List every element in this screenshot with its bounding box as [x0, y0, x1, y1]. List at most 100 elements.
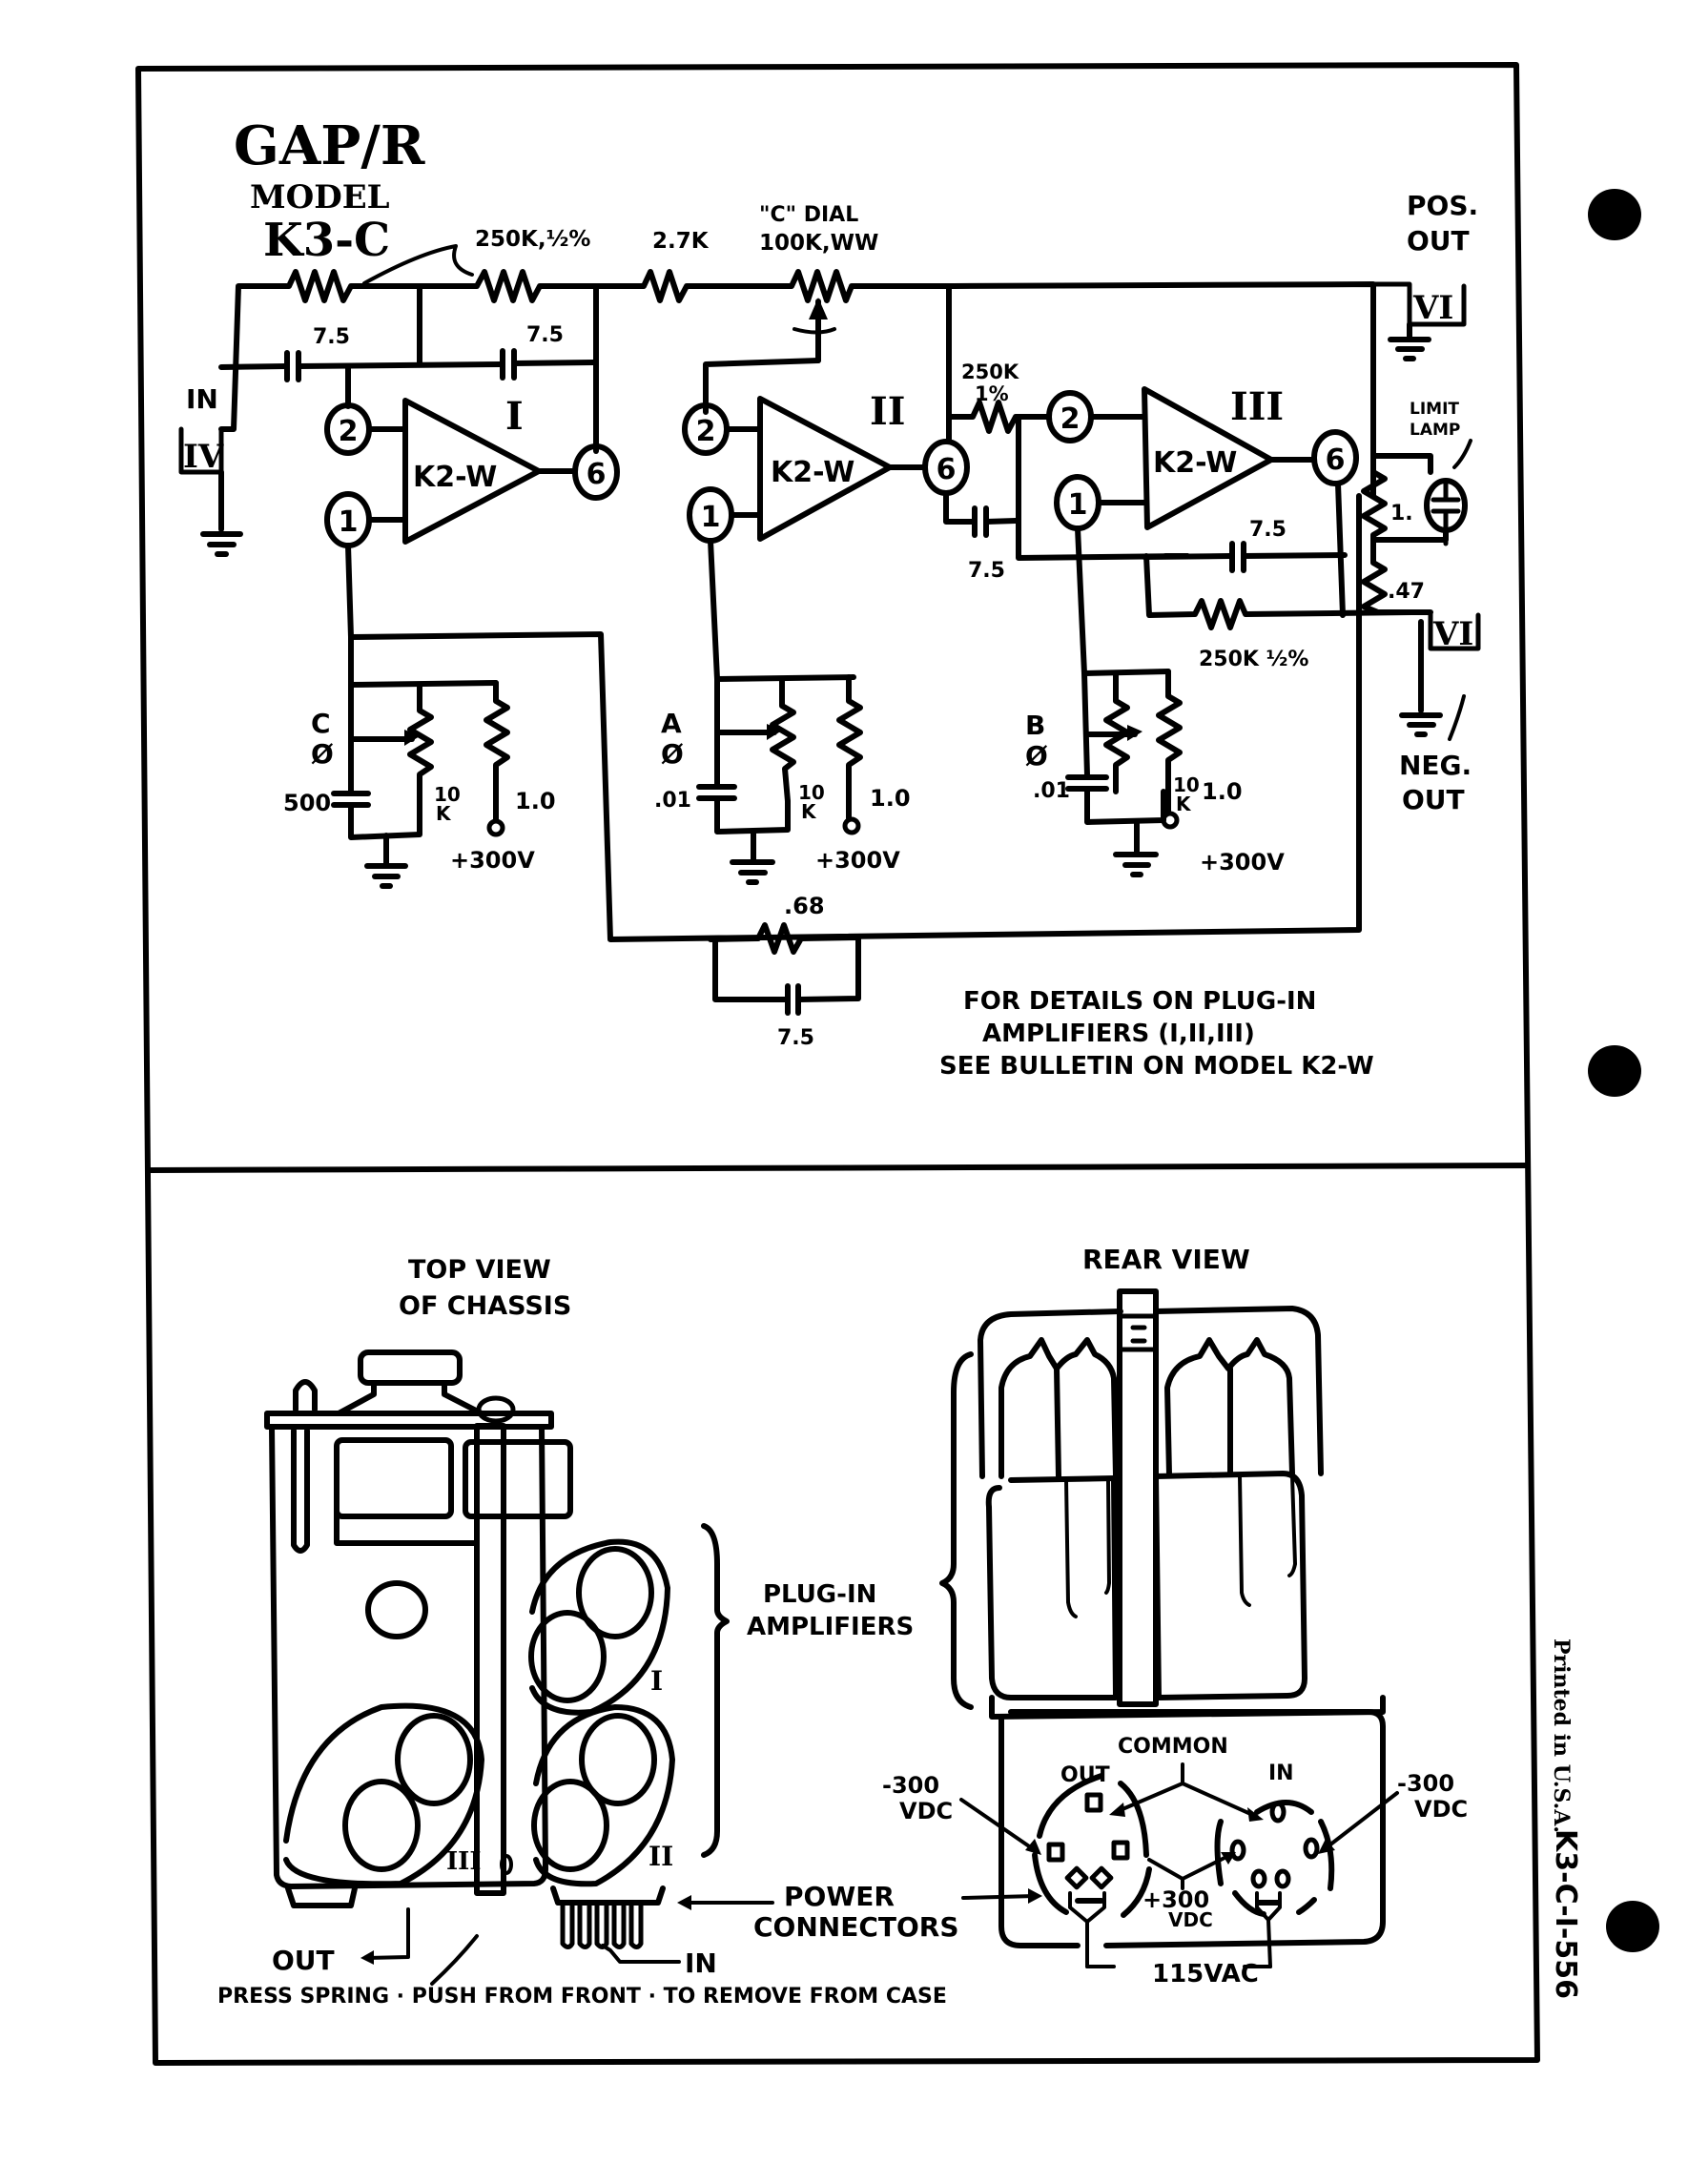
- amplifier-3: K2-W III 2 1 6: [1046, 384, 1359, 531]
- balance-c-supply-label: +300V: [450, 847, 535, 874]
- panel-nut: [476, 1395, 516, 1424]
- pin-square: [1064, 1865, 1089, 1890]
- amp2-pin6-label: 6: [937, 453, 957, 486]
- c-dial-label: "C" DIAL: [759, 203, 858, 227]
- limit-lamp-label-2: LAMP: [1410, 421, 1460, 440]
- out-pointer: [365, 1907, 410, 1960]
- spring-rivet: [500, 1854, 513, 1875]
- wire-amp3-fb-cap-left: [1142, 553, 1233, 560]
- balance-a-pot-unit: K: [801, 800, 817, 823]
- side-notes: Printed in U.S.A. K3-C-I-556: [1549, 1638, 1582, 1999]
- plugin-amp-1-numeral: I: [650, 1665, 663, 1697]
- output-connector: [285, 1885, 358, 1908]
- ground-icon: [1388, 337, 1431, 361]
- pos-out-label-2: OUT: [1407, 225, 1470, 257]
- amp3-pin1-label: 1: [1068, 488, 1088, 522]
- resistor-0-47: [1361, 537, 1388, 615]
- ground-icon: [1113, 852, 1159, 877]
- note-line-1: FOR DETAILS ON PLUG-IN: [963, 987, 1316, 1016]
- resistor-1: [1361, 453, 1388, 543]
- ground-icon: [364, 863, 408, 889]
- top-view-title-1: TOP VIEW: [408, 1255, 551, 1285]
- neg-out-label-2: OUT: [1402, 784, 1465, 815]
- balance-b-adjust-icon: Ø: [1025, 740, 1048, 772]
- wire-lamp-bottom: [1370, 527, 1449, 543]
- amp2-pin2-label: 2: [696, 415, 716, 448]
- amp1-numeral: I: [505, 394, 524, 439]
- page-frame: [135, 62, 1540, 2066]
- balance-a-supply-label: +300V: [815, 847, 900, 874]
- resistor-250k-a: [274, 269, 422, 303]
- c-dial-knob-mark: [793, 327, 836, 335]
- resistor-0-68-label: .68: [784, 893, 825, 919]
- wire-bottom-cap-right: [796, 935, 861, 1002]
- balance-c-label: C: [311, 708, 331, 739]
- amp-housing: [283, 1702, 484, 1887]
- neg-out-connector-label: VI: [1432, 615, 1473, 653]
- amp1-model: K2-W: [413, 461, 497, 494]
- wire-lamp-top: [1370, 453, 1433, 475]
- binder-hole-middle: [1588, 1045, 1641, 1097]
- plugin-amp-3: III: [283, 1702, 484, 1887]
- lamp-socket: [291, 1428, 310, 1554]
- wire-amp2-cap: [943, 490, 976, 525]
- balance-c-pot-unit: K: [436, 802, 452, 825]
- document-code: K3-C-I-556: [1549, 1829, 1582, 1999]
- resistor-1-label: 1.: [1390, 502, 1413, 525]
- amp1-triangle: [402, 398, 542, 545]
- pin-round: [1303, 1837, 1320, 1860]
- input-wire: [218, 283, 279, 432]
- cap-7-5-label-c: 7.5: [968, 559, 1005, 583]
- balance-b-label: B: [1025, 710, 1045, 741]
- neg-supply-left-1: -300: [882, 1772, 939, 1799]
- neg-supply-left-2: VDC: [899, 1798, 953, 1824]
- rear-out-connector: [1032, 1773, 1152, 1968]
- rear-case-upper-right: [1153, 1306, 1324, 1476]
- c-dial-value: 100K,WW: [759, 231, 878, 256]
- amp3-model: K2-W: [1153, 446, 1237, 480]
- rear-amp-housing-right: [1153, 1471, 1307, 1700]
- spring-pointer: [430, 1934, 479, 1986]
- resistor-250k-1pct-label: 250K: [961, 361, 1019, 383]
- rear-in-connector: [1214, 1800, 1335, 1968]
- connector-pins: [560, 1900, 644, 1949]
- tube-envelope: [528, 1610, 607, 1703]
- input-connector-label: IV: [183, 438, 224, 476]
- balance-b-pot-unit: K: [1176, 793, 1192, 815]
- top-view-in-label: IN: [685, 1947, 717, 1979]
- balance-b-supply-label: +300V: [1200, 849, 1285, 876]
- binder-hole-top: [1588, 189, 1641, 240]
- resistor-1-0-c: [484, 680, 510, 823]
- pos-supply-label-1: +300: [1142, 1886, 1209, 1913]
- mounting-hole: [365, 1580, 428, 1639]
- binder-holes: [1588, 189, 1659, 1952]
- neg-supply-pointer-right: [1324, 1791, 1399, 1850]
- pos-supply-label-2: VDC: [1168, 1908, 1213, 1931]
- pin-round: [1250, 1868, 1267, 1889]
- tube-envelope: [531, 1779, 609, 1872]
- pin-square: [1046, 1842, 1065, 1863]
- cap-7-5-label-d: 7.5: [1249, 518, 1287, 542]
- rear-out-label: OUT: [1060, 1763, 1110, 1787]
- resistor-0-68: [708, 922, 861, 955]
- pin-round: [1229, 1839, 1246, 1862]
- amp3-pin6-label: 6: [1326, 443, 1346, 477]
- top-view-title-2: OF CHASSIS: [399, 1291, 571, 1321]
- supply-terminal-c: [486, 818, 505, 837]
- amp2-numeral: II: [870, 389, 905, 434]
- resistor-250k-half-pct: [1143, 553, 1414, 630]
- balance-c-pot-value: 10: [434, 783, 461, 806]
- input-connector-body: [178, 426, 224, 475]
- note-line-3: SEE BULLETIN ON MODEL K2-W: [939, 1052, 1374, 1081]
- wire-cap-mid: [296, 361, 504, 369]
- pos-supply-pointer-left: [1147, 1858, 1184, 1890]
- dial-knob: [358, 1350, 463, 1386]
- frame-divider: [148, 1163, 1529, 1173]
- ground-icon: [200, 531, 243, 557]
- wire-amp3-output: [1335, 481, 1346, 618]
- rear-spring-bar: [1117, 1288, 1159, 1707]
- cap-7-5-label-a: 7.5: [313, 325, 350, 349]
- pos-out-connector-label: VI: [1412, 289, 1453, 327]
- amp2-pin1-label: 1: [701, 501, 721, 534]
